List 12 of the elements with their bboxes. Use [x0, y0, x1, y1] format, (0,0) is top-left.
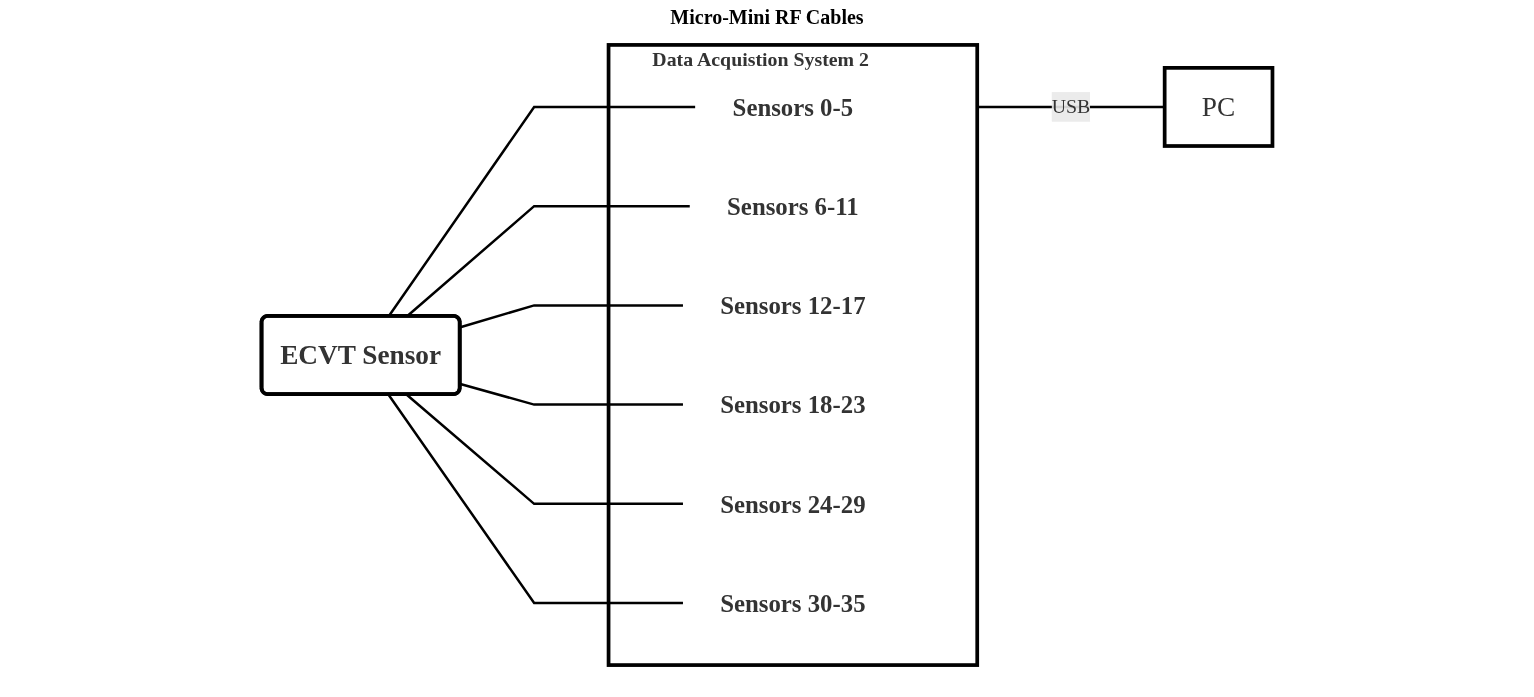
node-text: Sensors 12-17 [720, 291, 866, 320]
node-text: Sensors 30-35 [720, 589, 866, 617]
node-text: Sensors 0-5 [732, 93, 854, 121]
connector [460, 382, 683, 406]
edge-label: USB [1051, 95, 1091, 117]
node-box: PC [1162, 66, 1275, 148]
node-text: Sensors 18-23 [720, 390, 866, 419]
connector [460, 304, 683, 329]
connector [387, 394, 683, 605]
node-text: Sensors 24-29 [720, 490, 866, 518]
node-text: Sensors 6-11 [727, 192, 859, 220]
cable-label: Micro-Mini RF Cables [670, 6, 864, 28]
